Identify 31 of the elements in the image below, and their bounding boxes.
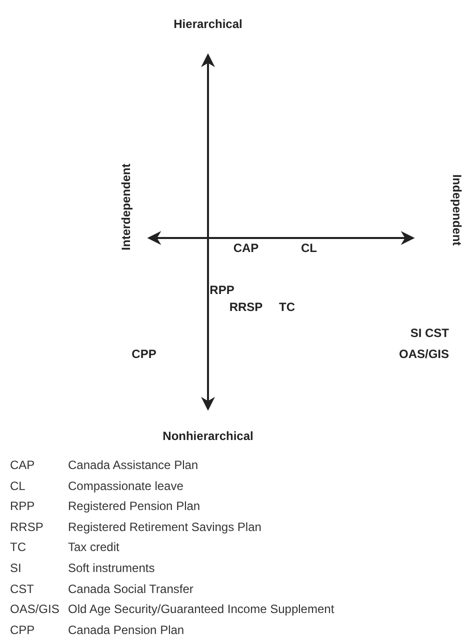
abbr-cell: CST xyxy=(10,582,34,596)
definition-cell: Tax credit xyxy=(68,540,120,554)
point-label: OAS/GIS xyxy=(399,347,449,361)
point-label: RPP xyxy=(210,283,234,297)
point-label: CAP xyxy=(233,241,259,255)
abbr-cell: TC xyxy=(10,540,26,554)
point-label: RRSP xyxy=(229,300,263,314)
abbr-cell: OAS/GIS xyxy=(10,602,60,616)
definition-cell: Registered Pension Plan xyxy=(68,499,200,514)
abbr-cell: SI xyxy=(10,561,22,575)
abbr-cell: CPP xyxy=(10,622,35,637)
definition-cell: Canada Social Transfer xyxy=(68,582,194,596)
point-label: CL xyxy=(301,241,317,255)
axis-label: Independent xyxy=(450,174,464,246)
axis-label: Nonhierarchical xyxy=(162,429,254,443)
definition-cell: Old Age Security/Guaranteed Income Supplement xyxy=(68,602,334,616)
point-label: TC xyxy=(279,300,295,314)
definition-cell: Canada Assistance Plan xyxy=(68,458,198,472)
abbr-cell: RRSP xyxy=(10,520,44,534)
point-label: CPP xyxy=(132,347,156,361)
definition-cell: Canada Pension Plan xyxy=(68,622,184,637)
point-label: SI xyxy=(410,326,422,340)
definition-cell: Soft instruments xyxy=(68,561,155,575)
abbr-cell: CAP xyxy=(10,458,35,472)
abbr-cell: RPP xyxy=(10,499,35,514)
point-label: CST xyxy=(425,326,449,340)
definition-cell: Registered Retirement Savings Plan xyxy=(68,520,262,534)
abbr-cell: CL xyxy=(10,478,26,493)
axis-label: Interdependent xyxy=(119,164,133,250)
definition-cell: Compassionate leave xyxy=(68,478,184,493)
axis-label: Hierarchical xyxy=(174,17,242,31)
